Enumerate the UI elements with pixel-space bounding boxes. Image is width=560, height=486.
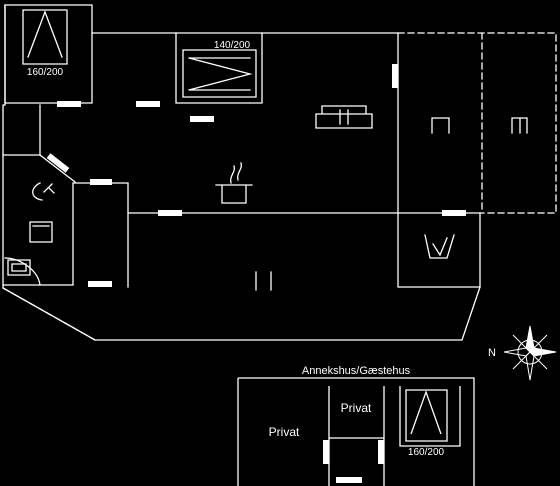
door-terrace xyxy=(392,64,398,88)
bedroom-1-walls xyxy=(4,4,93,104)
compass-north-label: N xyxy=(488,347,496,359)
bed-2-size-label: 140/200 xyxy=(214,40,251,51)
annex-door-left xyxy=(323,440,329,464)
bed-2-icon xyxy=(182,49,257,98)
carport-mark-icon xyxy=(511,117,528,134)
terrace-table-icon xyxy=(431,117,450,134)
annex-door-mid xyxy=(378,440,384,464)
washing-machine-icon xyxy=(7,259,31,276)
door-entrance xyxy=(88,281,112,287)
door-kitchen xyxy=(158,210,182,216)
main-house-outline xyxy=(2,4,481,341)
pot-icon xyxy=(215,162,253,204)
bed-1-size-label: 160/200 xyxy=(27,67,64,78)
terrace-dashed-left xyxy=(2,287,96,341)
door-bedroom-2 xyxy=(190,116,214,122)
annex-room-mid-label: Privat xyxy=(341,401,372,415)
annex-outline xyxy=(237,377,475,486)
washbasin-icon xyxy=(4,257,41,286)
bathroom-walls xyxy=(2,154,129,288)
hall-wall xyxy=(39,104,76,183)
annex-bed-size-label: 160/200 xyxy=(408,447,445,458)
utility-sink-icon xyxy=(424,234,455,259)
sofa-icon xyxy=(315,105,373,129)
door-bathroom xyxy=(90,179,112,185)
annex-room-left-label: Privat xyxy=(269,425,300,439)
annex-bed-icon xyxy=(405,389,448,442)
compass-rose-icon xyxy=(503,325,557,381)
door-bedroom-1 xyxy=(57,101,81,107)
bed-1-icon xyxy=(22,9,68,65)
toilet-icon xyxy=(29,221,53,243)
shower-icon xyxy=(32,182,55,201)
door-bedroom-2-hall xyxy=(136,101,160,107)
annex-inner-walls xyxy=(328,386,461,486)
utility-room-walls xyxy=(397,212,481,288)
door-utility xyxy=(442,210,466,216)
annex-title: Annekshus/Gæstehus xyxy=(302,365,411,377)
living-mark-icon xyxy=(255,271,272,291)
annex-door-bottom xyxy=(336,477,362,483)
terrace-dashed xyxy=(397,32,557,214)
bedroom-2-walls xyxy=(175,32,263,104)
door-hall-diagonal xyxy=(46,153,70,173)
